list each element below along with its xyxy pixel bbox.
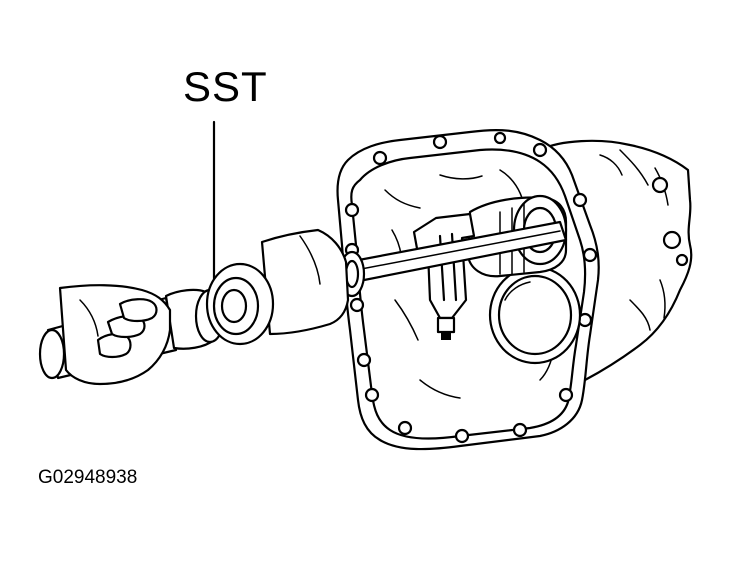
hand-left [58,284,172,386]
arm-right [260,228,350,336]
bearing-bore [488,265,582,365]
figure-id: G02948938 [38,467,138,488]
sst-callout-label: SST [183,63,268,110]
